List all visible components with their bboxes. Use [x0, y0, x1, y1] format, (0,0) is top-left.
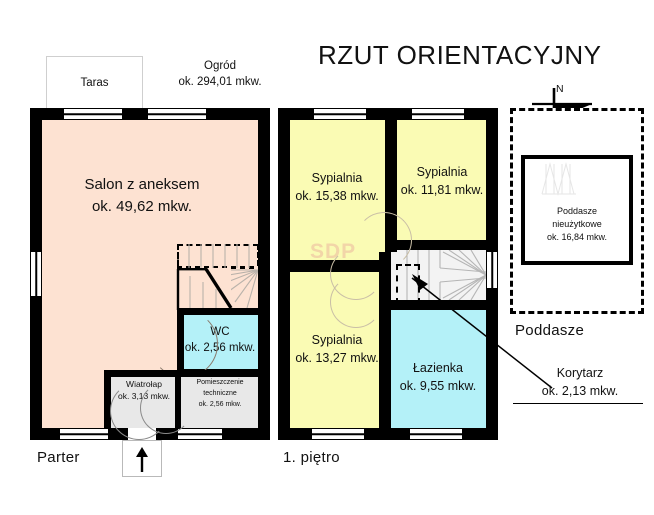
vestibule-door-arc-left	[110, 382, 168, 440]
room-technical	[181, 377, 258, 428]
north-letter: N	[556, 83, 564, 95]
wc-door-arc	[150, 310, 218, 378]
ff-wall-bottom	[278, 428, 498, 440]
bedroom-2-area: ok. 11,81 mkw.	[400, 183, 484, 197]
technical-label-line2: techniczne	[203, 390, 237, 397]
gf-vest-wall-left	[104, 370, 111, 428]
entrance-marker	[122, 440, 162, 477]
attic-room-label-line2: nieużytkowe	[552, 219, 602, 229]
bathroom-area: ok. 9,55 mkw.	[399, 379, 477, 393]
room-bedroom-2	[397, 120, 486, 240]
ff-window-right	[486, 252, 498, 288]
gf-window-top-right	[148, 108, 206, 120]
ff-wall-top	[278, 108, 498, 120]
ff-wall-vertical-mid-lower	[379, 300, 391, 428]
attic-room-area: ok. 16,84 mkw.	[546, 232, 608, 242]
bedroom-2-label: Sypialnia	[416, 165, 468, 179]
gf-vest-wall-top	[104, 370, 258, 377]
ff-door-arc-bed3	[330, 276, 382, 328]
page-title: RZUT ORIENTACYJNY	[318, 40, 602, 70]
ff-window-bottom-left	[312, 428, 364, 440]
terrace-outline	[46, 56, 143, 109]
attic-room-outline	[521, 155, 633, 265]
corridor-callout-area: ok. 2,13 mkw.	[541, 384, 619, 398]
technical-area: ok. 2,56 mkw.	[198, 401, 242, 408]
bathroom-label: Łazienka	[412, 361, 464, 375]
ff-wall-stair-top	[397, 240, 486, 250]
ff-wall-left	[278, 108, 290, 440]
attic-room-label-line1: Poddasze	[556, 206, 598, 216]
ff-window-bottom-right	[410, 428, 462, 440]
ff-corridor-dashed	[396, 264, 420, 304]
gf-window-left	[30, 252, 42, 296]
gf-window-bottom-right	[178, 428, 222, 440]
salon-area: ok. 49,62 mkw.	[91, 198, 193, 215]
gf-wall-right	[258, 108, 270, 440]
bedroom-3-area: ok. 13,27 mkw.	[295, 351, 379, 365]
attic-truss-hatch	[540, 162, 578, 196]
first-floor-name: 1. piętro	[283, 449, 340, 466]
terrace-label: Taras	[80, 77, 109, 89]
attic-floor-name: Poddasze	[515, 322, 585, 339]
bedroom-1-label: Sypialnia	[311, 171, 363, 185]
ff-window-top-left	[314, 108, 366, 120]
salon-label: Salon z aneksem	[84, 176, 200, 193]
bedroom-3-label: Sypialnia	[311, 333, 363, 347]
ff-door-arc-bed2	[356, 212, 412, 268]
gf-wc-wall-top	[177, 308, 258, 315]
ff-window-top-right	[412, 108, 464, 120]
gf-stair-lower-flight	[176, 268, 233, 310]
gf-window-top-left	[64, 108, 122, 120]
garden-area: ok. 294,01 mkw.	[178, 76, 262, 88]
technical-label-line1: Pomieszczenie	[196, 379, 244, 386]
bedroom-1-area: ok. 15,38 mkw.	[295, 189, 379, 203]
corridor-callout-underline	[513, 403, 643, 405]
corridor-callout-label: Korytarz	[556, 366, 604, 380]
ground-floor-name: Parter	[37, 449, 80, 466]
garden-label: Ogród	[204, 60, 236, 72]
gf-stair-dashed-mid	[177, 266, 259, 269]
vestibule-door-arc-right	[140, 382, 192, 434]
gf-window-bottom-left	[60, 428, 108, 440]
